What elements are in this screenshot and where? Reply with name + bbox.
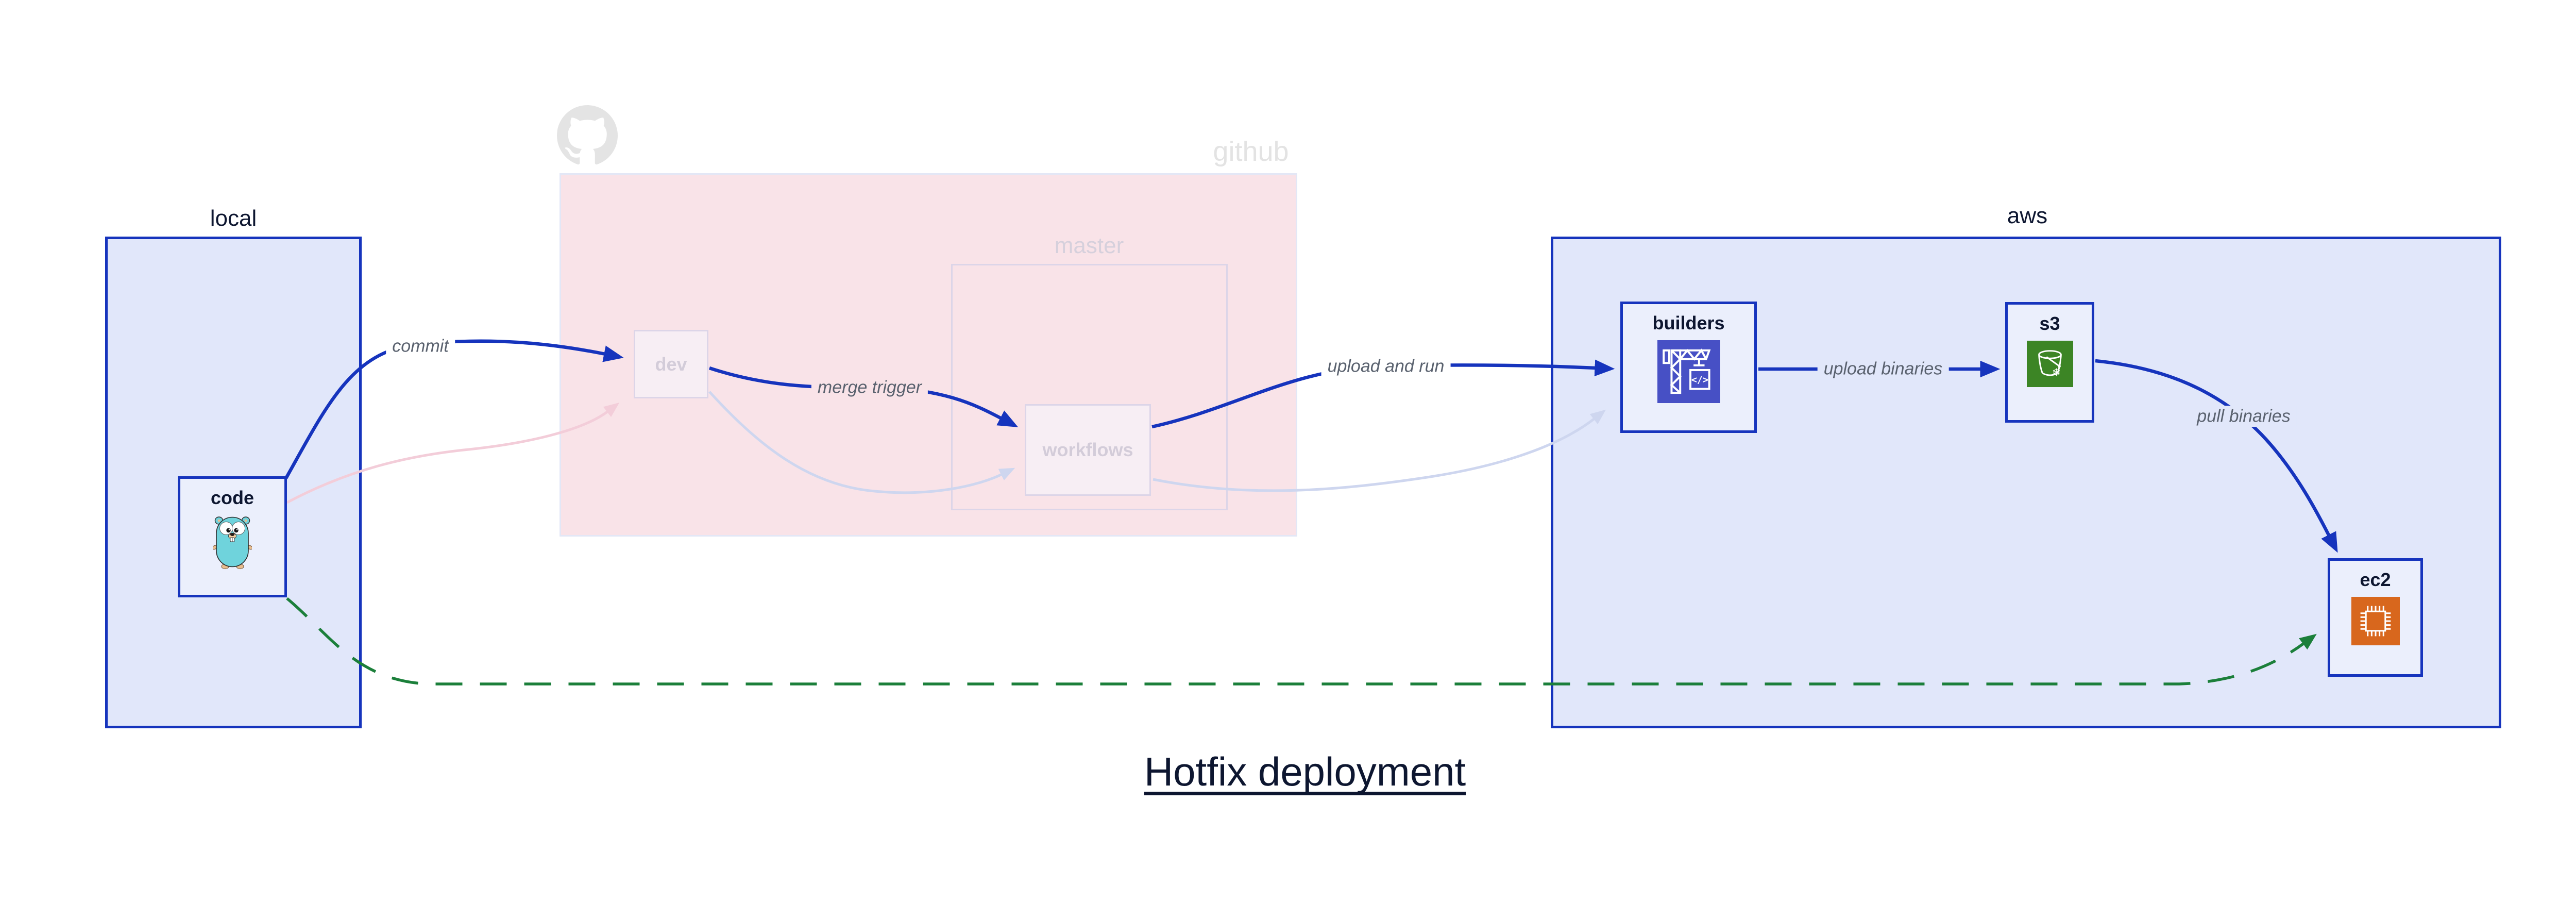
node-ec2: ec2: [2328, 558, 2423, 677]
go-gopher-icon: [212, 515, 253, 570]
cluster-github-label: github: [1213, 136, 1289, 167]
aws-s3-icon: ❄: [2026, 341, 2073, 387]
cluster-master-label: master: [1054, 233, 1124, 258]
node-workflows: workflows: [1025, 404, 1151, 496]
node-builders-label: builders: [1652, 312, 1725, 333]
node-workflows-label: workflows: [1042, 439, 1133, 460]
node-dev: dev: [634, 330, 708, 398]
diagram-title: Hotfix deployment: [1144, 749, 1466, 794]
edge-label-upload-and-run: upload and run: [1321, 356, 1451, 377]
edge-label-merge-trigger: merge trigger: [811, 377, 928, 398]
cluster-local-label: local: [210, 206, 257, 231]
edge-label-upload-binaries: upload binaries: [1817, 358, 1949, 380]
node-dev-label: dev: [655, 353, 687, 375]
node-ec2-label: ec2: [2360, 569, 2391, 590]
node-code: code: [178, 476, 287, 597]
codebuild-code-glyph: </>: [1691, 375, 1708, 386]
edge-label-commit: commit: [386, 336, 455, 357]
node-code-label: code: [210, 487, 255, 508]
cluster-aws-label: aws: [2007, 203, 2048, 228]
s3-snowflake-glyph: ❄: [2052, 368, 2060, 379]
aws-ec2-icon: [2351, 597, 2400, 645]
node-s3-label: s3: [2039, 313, 2060, 334]
edge-label-pull-binaries: pull binaries: [2191, 406, 2297, 427]
github-octocat-icon: [556, 105, 618, 166]
node-s3: s3 ❄: [2005, 302, 2094, 423]
node-builders: builders </>: [1620, 302, 1757, 433]
aws-codebuild-icon: </>: [1657, 340, 1720, 403]
